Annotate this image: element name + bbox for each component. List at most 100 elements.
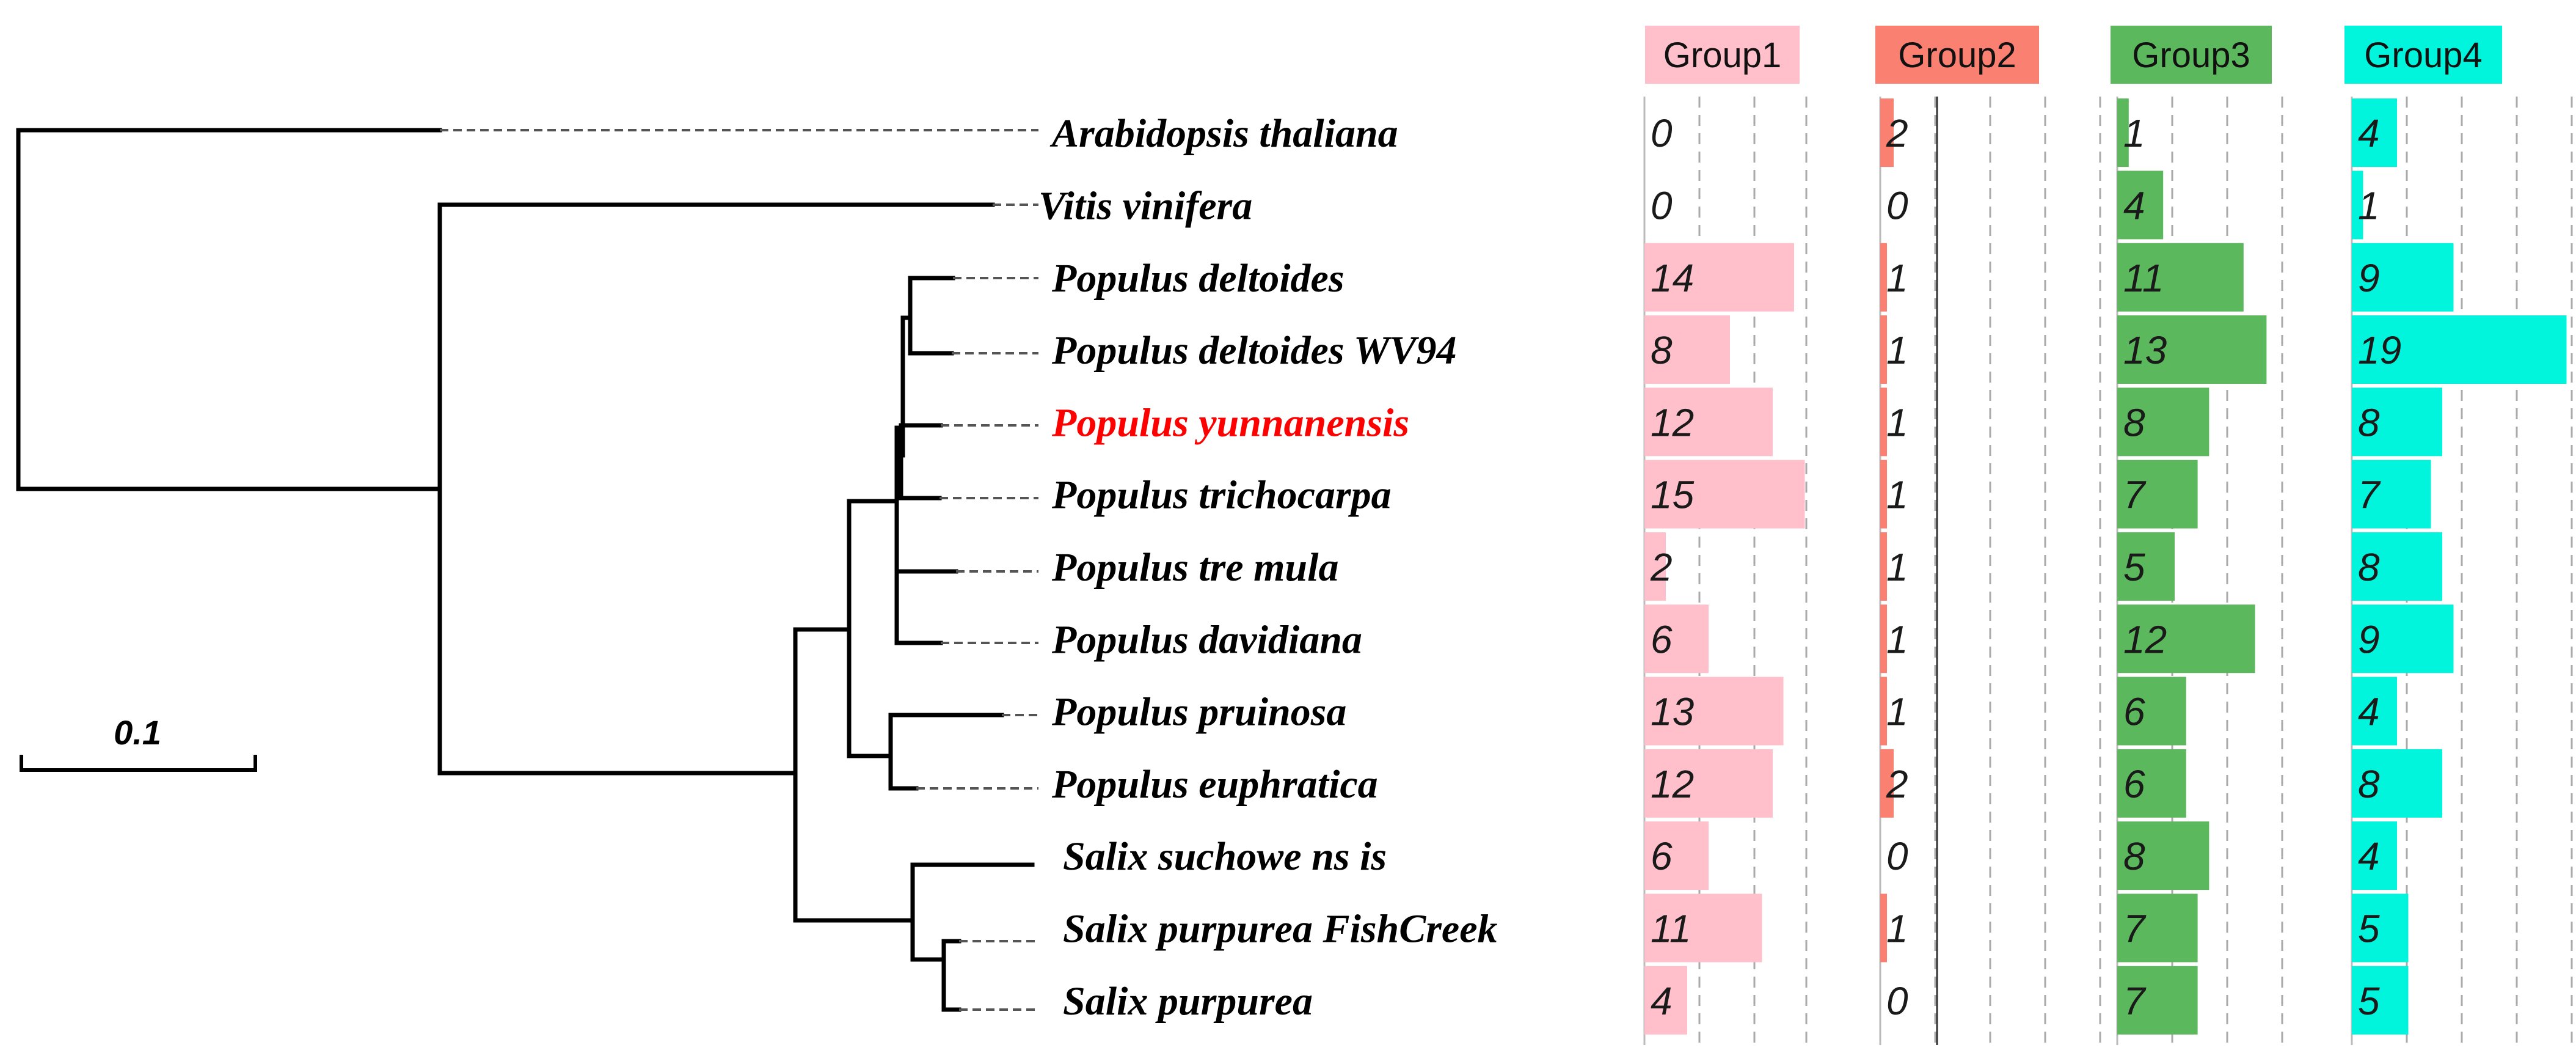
bar xyxy=(1644,749,1773,818)
bar xyxy=(2117,604,2255,673)
bar xyxy=(1644,893,1762,963)
bar xyxy=(2117,532,2175,601)
group-header-bg xyxy=(1875,26,2039,84)
bar-value-label: 11 xyxy=(2123,256,2164,300)
tree-branch-pruinosa-euphratica xyxy=(888,713,1004,791)
bar xyxy=(2117,98,2129,167)
bar xyxy=(2117,243,2244,312)
bar xyxy=(2117,460,2198,529)
tree-branch-populus-salix xyxy=(437,627,915,923)
taxon-label: Populus yunnanensis xyxy=(1051,400,1409,445)
bar-value-label: 1 xyxy=(1886,617,1908,661)
bar-value-label: 7 xyxy=(2123,979,2147,1023)
bar-value-label: 0 xyxy=(1651,183,1673,227)
bar-value-label: 8 xyxy=(2358,400,2380,444)
bar-value-label: 1 xyxy=(1886,328,1908,372)
bar xyxy=(1644,243,1794,312)
bar-value-label: 14 xyxy=(1651,256,1694,300)
bar-value-label: 12 xyxy=(1651,400,1694,444)
bar xyxy=(1644,460,1805,529)
bar-value-label: 5 xyxy=(2358,979,2380,1023)
taxon-label: Populus davidiana xyxy=(1051,617,1362,662)
bar-value-label: 12 xyxy=(1651,762,1694,806)
taxon-label: Populus deltoides WV94 xyxy=(1051,328,1457,373)
bar xyxy=(2352,677,2397,746)
bar-value-label: 8 xyxy=(2123,400,2145,444)
bar xyxy=(1880,604,1887,673)
bar xyxy=(2352,171,2363,240)
taxon-label: Populus tre mula xyxy=(1051,545,1338,590)
bar xyxy=(1644,315,1730,384)
scale-bar-label: 0.1 xyxy=(114,713,161,752)
bar xyxy=(2352,749,2442,818)
group-header-bg xyxy=(1645,26,1800,84)
bar xyxy=(2352,966,2409,1035)
bar xyxy=(1880,677,1887,746)
bar-value-label: 1 xyxy=(1886,545,1908,589)
tree-branch-salix xyxy=(910,862,1035,962)
bar xyxy=(1880,532,1887,601)
phylogenetic-tree xyxy=(16,128,1035,1012)
bar-value-label: 8 xyxy=(1651,328,1673,372)
group-header-label: Group4 xyxy=(2364,35,2482,75)
bar xyxy=(1880,243,1887,312)
bar xyxy=(1644,604,1709,673)
bar-value-label: 5 xyxy=(2123,545,2145,589)
bar-value-label: 0 xyxy=(1886,979,1908,1023)
bar xyxy=(2117,387,2209,457)
bar-value-label: 8 xyxy=(2358,545,2380,589)
bar-value-label: 1 xyxy=(1886,473,1908,517)
bar xyxy=(1644,387,1773,457)
bar-value-label: 1 xyxy=(1886,400,1908,444)
bar xyxy=(2352,893,2409,963)
bar-value-label: 1 xyxy=(2358,183,2380,227)
tree-branch-deltoides xyxy=(908,276,955,356)
bar-value-label: 4 xyxy=(2358,690,2380,734)
bar-value-label: 7 xyxy=(2123,473,2147,517)
bar-value-label: 5 xyxy=(2358,906,2380,950)
bar-value-label: 0 xyxy=(1886,834,1908,878)
taxon-label: Populus deltoides xyxy=(1051,256,1345,301)
bar-value-label: 13 xyxy=(2123,328,2167,372)
scale-bar xyxy=(20,755,257,772)
group-header-label: Group1 xyxy=(1663,35,1781,75)
tree-branch-vitis xyxy=(437,202,995,776)
bar xyxy=(1880,315,1887,384)
bar-value-label: 4 xyxy=(1651,979,1673,1023)
tree-root-branch xyxy=(16,128,442,491)
bar-value-label: 0 xyxy=(1886,183,1908,227)
bar-value-label: 8 xyxy=(2358,762,2380,806)
taxon-label: Populus pruinosa xyxy=(1051,690,1346,735)
bar-value-label: 1 xyxy=(1886,906,1908,950)
bar-value-label: 15 xyxy=(1651,473,1695,517)
bar xyxy=(2117,315,2267,384)
tree-branch-tremula-davidiana xyxy=(894,569,958,645)
bar xyxy=(1644,532,1666,601)
bar-value-label: 6 xyxy=(2123,690,2145,734)
taxon-label: Salix suchowe ns is xyxy=(1063,834,1387,879)
bar-value-label: 4 xyxy=(2358,111,2380,155)
tree-branch-purpurea xyxy=(941,939,961,1012)
bar xyxy=(2352,821,2397,890)
bar xyxy=(2117,966,2198,1035)
bar xyxy=(1644,677,1784,746)
bar xyxy=(2117,171,2164,240)
group-header-bg xyxy=(2344,26,2502,84)
bar xyxy=(2352,532,2442,601)
bar xyxy=(1880,749,1894,818)
scale-bar-line xyxy=(20,755,257,772)
bar-value-label: 12 xyxy=(2123,617,2167,661)
bar-value-label: 19 xyxy=(2358,328,2401,372)
bar-value-label: 4 xyxy=(2358,834,2380,878)
taxon-label: Vitis vinifera xyxy=(1038,183,1252,228)
bar-value-label: 2 xyxy=(1650,545,1673,589)
bar xyxy=(2352,387,2442,457)
tree-leaf-extensions xyxy=(440,129,1038,1011)
bar xyxy=(1880,893,1887,963)
bar xyxy=(2117,821,2209,890)
bar-value-label: 9 xyxy=(2358,617,2380,661)
